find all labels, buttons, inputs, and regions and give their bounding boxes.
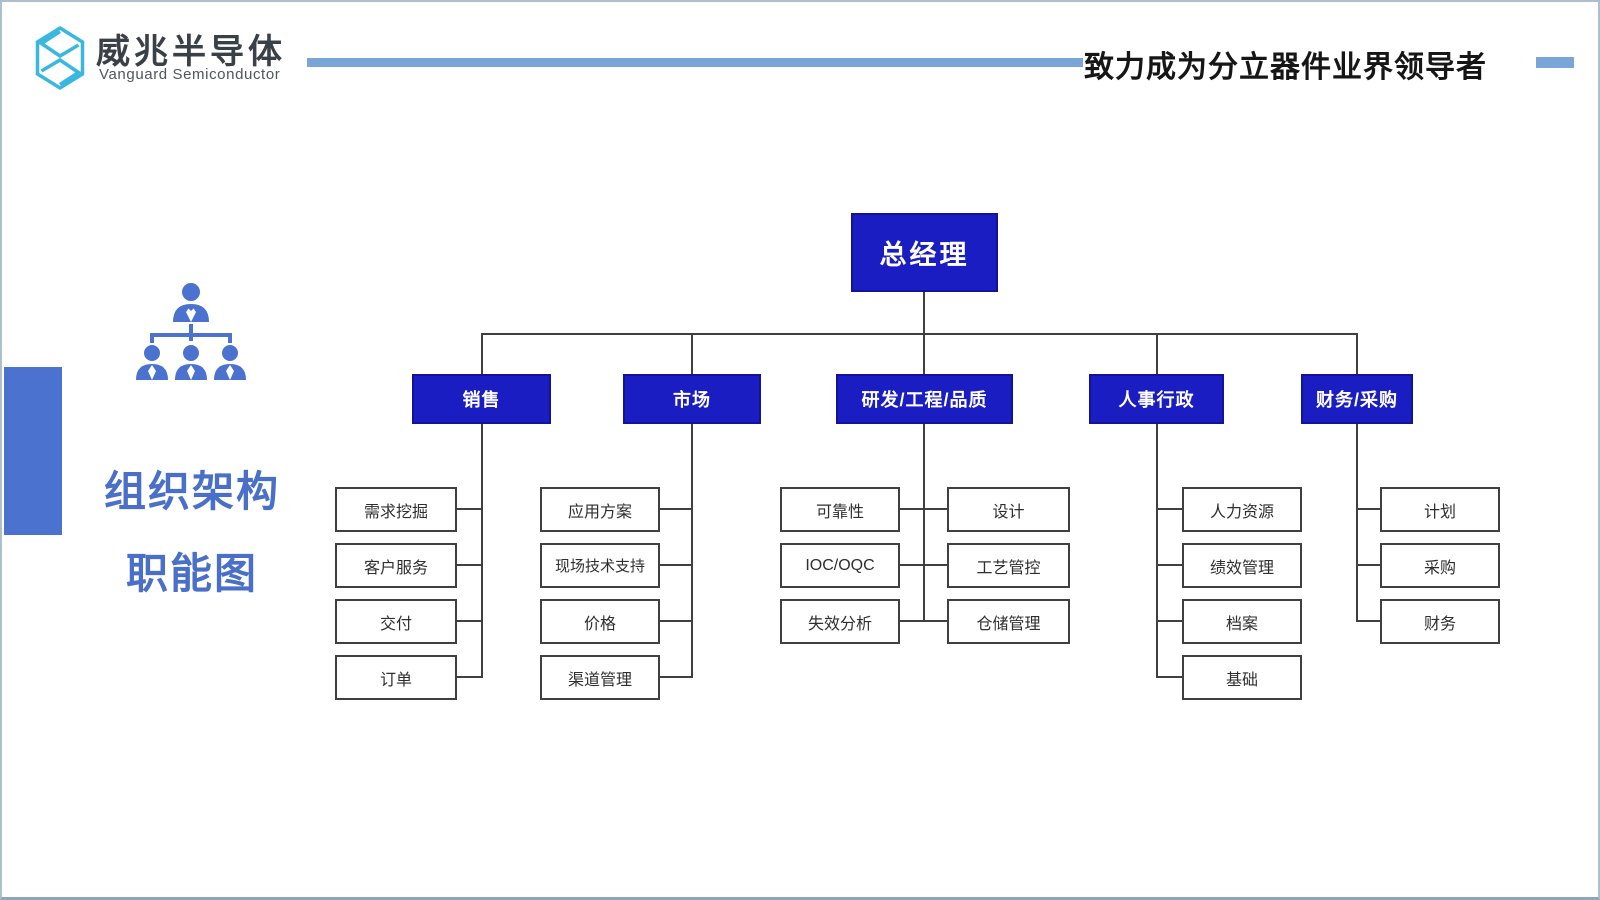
connector-line — [1356, 564, 1380, 566]
connector-line — [1356, 333, 1358, 374]
connector-line — [1356, 508, 1380, 510]
connector-line — [660, 620, 693, 622]
org-leaf: 采购 — [1380, 543, 1500, 588]
sidebar-title-line2: 职能图 — [125, 550, 258, 597]
connector-line — [457, 676, 483, 678]
org-node-general-manager: 总经理 — [851, 213, 998, 292]
connector-line — [691, 333, 693, 374]
connector-line — [923, 564, 947, 566]
connector-line — [1156, 424, 1158, 678]
connector-line — [660, 676, 693, 678]
brand-name-en: Vanguard Semiconductor — [99, 66, 281, 83]
org-leaf: IOC/OQC — [780, 543, 900, 588]
org-leaf: 人力资源 — [1182, 487, 1302, 532]
brand-name-cn: 威兆半导体 — [96, 33, 286, 71]
org-hierarchy-people-icon — [136, 283, 246, 380]
connector-line — [1156, 333, 1158, 374]
header-accent-line — [307, 58, 1083, 67]
org-leaf: 财务 — [1380, 599, 1500, 644]
connector-line — [1156, 564, 1182, 566]
org-leaf: 价格 — [540, 599, 660, 644]
connector-line — [660, 508, 693, 510]
org-leaf: 客户服务 — [335, 543, 457, 588]
org-leaf: 应用方案 — [540, 487, 660, 532]
org-node-dept-rd-engineering-quality: 研发/工程/品质 — [836, 374, 1013, 424]
sidebar-title-line1: 组织架构 — [103, 468, 280, 515]
org-leaf: 绩效管理 — [1182, 543, 1302, 588]
org-leaf: 设计 — [947, 487, 1070, 532]
header-accent-dash — [1536, 57, 1574, 68]
connector-line — [923, 508, 947, 510]
connector-line — [900, 620, 925, 622]
org-leaf: 仓储管理 — [947, 599, 1070, 644]
org-node-dept-finance-procurement: 财务/采购 — [1301, 374, 1413, 424]
org-leaf: 计划 — [1380, 487, 1500, 532]
connector-line — [923, 620, 947, 622]
connector-line — [923, 292, 925, 334]
connector-line — [1156, 676, 1182, 678]
header-slogan: 致力成为分立器件业界领导者 — [1084, 51, 1487, 84]
org-leaf: 订单 — [335, 655, 457, 700]
connector-line — [457, 508, 483, 510]
connector-line — [660, 564, 693, 566]
org-leaf: 需求挖掘 — [335, 487, 457, 532]
org-leaf: 渠道管理 — [540, 655, 660, 700]
org-leaf: 现场技术支持 — [540, 543, 660, 588]
org-node-dept-market: 市场 — [623, 374, 761, 424]
connector-line — [923, 424, 925, 622]
connector-line — [481, 333, 1358, 335]
org-leaf: 交付 — [335, 599, 457, 644]
connector-line — [1156, 508, 1182, 510]
connector-line — [1356, 620, 1380, 622]
connector-line — [1356, 424, 1358, 622]
connector-line — [481, 333, 483, 374]
connector-line — [900, 508, 925, 510]
org-leaf: 失效分析 — [780, 599, 900, 644]
connector-line — [457, 564, 483, 566]
org-node-dept-sales: 销售 — [412, 374, 551, 424]
connector-line — [481, 424, 483, 678]
connector-line — [900, 564, 925, 566]
org-leaf: 基础 — [1182, 655, 1302, 700]
connector-line — [923, 333, 925, 374]
connector-line — [691, 424, 693, 678]
sidebar-accent-bar — [4, 367, 62, 535]
connector-line — [457, 620, 483, 622]
connector-line — [1156, 620, 1182, 622]
org-leaf: 档案 — [1182, 599, 1302, 644]
org-node-dept-hr-admin: 人事行政 — [1089, 374, 1224, 424]
org-leaf: 工艺管控 — [947, 543, 1070, 588]
vanguard-hexagon-logo-icon — [35, 25, 85, 91]
org-leaf: 可靠性 — [780, 487, 900, 532]
